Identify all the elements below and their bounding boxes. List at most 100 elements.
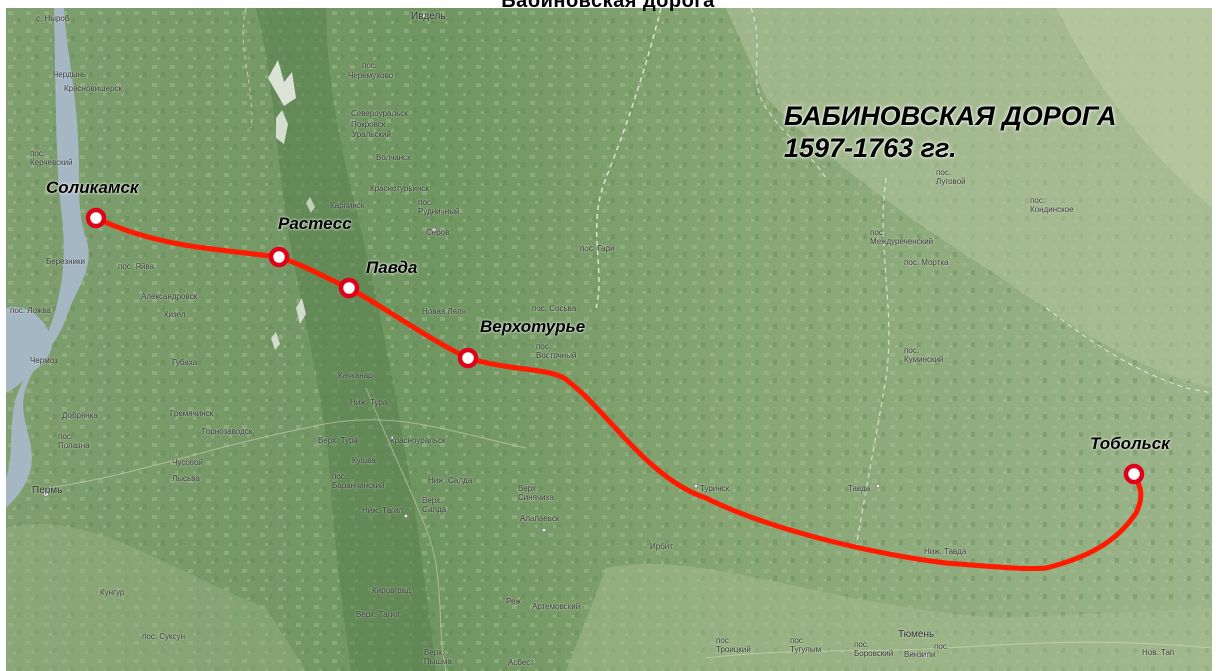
route-title-name: БАБИНОВСКАЯ ДОРОГА xyxy=(784,101,1117,131)
route-title: БАБИНОВСКАЯ ДОРОГА 1597-1763 гг. xyxy=(784,100,1116,164)
place-label: пос. Сосьва xyxy=(532,304,577,313)
place-label: Лысьва xyxy=(172,474,200,483)
place-label: пос. Восточный xyxy=(536,342,577,360)
place-label: Асбест xyxy=(508,658,534,667)
place-label: Верх. Тура xyxy=(318,436,358,445)
place-label: пос. Боровский xyxy=(854,640,894,658)
boundary-3 xyxy=(855,177,890,549)
place-label: Туринск xyxy=(700,484,730,493)
place-label: Кунгур xyxy=(100,588,125,597)
place-label: Березники xyxy=(46,257,85,266)
dot-nizhniy-tagil xyxy=(404,514,408,518)
terrain-southwest xyxy=(6,524,306,671)
place-label: Краснотурьинск xyxy=(370,184,429,193)
place-label: Верх. Синячиха xyxy=(518,484,554,502)
road-3 xyxy=(705,641,1212,659)
place-label: пос. Тугулым xyxy=(790,636,822,654)
place-label: пос. Мортка xyxy=(904,258,949,267)
boundary-5 xyxy=(242,8,253,129)
place-label: Красноуральск xyxy=(390,436,446,445)
place-label: Волчанск xyxy=(376,153,411,162)
place-label: Ниж. Салда xyxy=(428,476,473,485)
place-label: пос. Луговой xyxy=(936,168,966,186)
place-label: Покровск xyxy=(351,120,386,129)
snow-peak-1 xyxy=(268,60,296,106)
place-label: Ниж. Тагил xyxy=(362,506,404,515)
place-label: пос. xyxy=(362,61,378,70)
terrain-south-light xyxy=(566,563,1212,671)
place-label: Ниж. Тавда xyxy=(924,547,967,556)
place-label: Черемухово xyxy=(348,71,394,80)
dot-serov xyxy=(431,227,437,233)
route-stops xyxy=(85,207,1145,485)
stop-solikamsk-marker xyxy=(85,207,107,229)
stop-tobolsk-marker xyxy=(1123,463,1145,485)
place-label: пос. Баранчинский xyxy=(332,472,385,490)
place-label: Артемовский xyxy=(532,602,581,611)
road-1 xyxy=(45,419,527,489)
dot-ivdel xyxy=(422,14,426,18)
page-title: Бабиновская дорога xyxy=(501,0,715,12)
place-label: Винзили xyxy=(904,650,936,659)
ural-ridge xyxy=(256,8,436,671)
place-label: Красновишерск xyxy=(64,84,122,93)
dot-tyumen xyxy=(923,653,929,659)
place-label: Кировград xyxy=(372,586,411,595)
place-label: Серов xyxy=(426,228,450,237)
place-label: Гремячинск xyxy=(170,409,214,418)
snow-peak-4 xyxy=(271,332,280,350)
place-label: пос. Полазна xyxy=(58,432,90,450)
place-label: Карпинск xyxy=(330,201,365,210)
route-title-years: 1597-1763 гг. xyxy=(784,133,957,163)
place-label: Александровск xyxy=(141,292,198,301)
place-label: Алапаевск xyxy=(520,514,560,523)
city-label-solikamsk: Соликамск xyxy=(46,178,139,197)
place-label: Верх. Салда xyxy=(422,496,447,514)
city-label-pavda: Павда xyxy=(366,258,418,277)
snow-peak-2 xyxy=(276,110,288,144)
place-label: Кизел xyxy=(164,310,186,319)
place-label: пос. Керчевский xyxy=(30,149,73,167)
map-canvas xyxy=(6,8,1212,671)
stop-rastess-marker xyxy=(268,246,290,268)
place-label: пос. Куминский xyxy=(904,346,944,364)
kama-river xyxy=(6,8,89,508)
place-label: Добрянка xyxy=(62,411,98,420)
dot-tavda xyxy=(876,484,880,488)
place-label: пос. Кондинское xyxy=(1030,196,1074,214)
map-viewport[interactable]: с. Ныроб Ивдель Чердынь Красновишерск по… xyxy=(6,8,1212,671)
city-label-rastess: Растесс xyxy=(278,214,352,233)
place-label: Кушва xyxy=(352,456,376,465)
terrain-east-light xyxy=(726,8,1212,388)
place-label: с. Ныроб xyxy=(36,14,70,23)
terrain-east-light-2 xyxy=(1056,8,1212,208)
place-label: Чусовой xyxy=(172,458,203,467)
place-label: Уральский xyxy=(352,130,391,139)
place-label: Верх. Пышма xyxy=(424,648,452,666)
place-label: пос. Троицкий xyxy=(716,636,751,654)
place-label: Чермоз xyxy=(30,356,58,365)
place-label: Тавда xyxy=(848,484,871,493)
place-label: Губаха xyxy=(172,358,198,367)
babinovskaya-route-line xyxy=(93,215,1144,572)
place-label: Североуральск xyxy=(351,109,408,118)
place-label: Чердынь xyxy=(53,70,87,79)
dot-perm xyxy=(43,491,49,497)
place-label: Нов. Тап xyxy=(1142,648,1175,657)
place-label: Ивдель xyxy=(411,11,446,22)
place-label: пос. Междуреченский xyxy=(870,228,934,246)
boundary-4 xyxy=(1045,307,1212,394)
place-label: Тюмень xyxy=(898,629,935,640)
place-label: Ниж. Тура xyxy=(350,398,388,407)
stop-pavda-marker xyxy=(338,277,360,299)
kama-reservoir xyxy=(6,307,52,393)
place-label: Горнозаводск xyxy=(202,427,253,436)
place-label: пос. Яйва xyxy=(118,262,155,271)
snow-peak-5 xyxy=(306,197,315,213)
place-label: Качканар xyxy=(338,371,373,380)
place-label: Новая Ляля xyxy=(422,307,466,316)
city-label-tobolsk: Тобольск xyxy=(1090,434,1170,453)
settlement-dots xyxy=(43,14,929,659)
place-label: пос. Ложва xyxy=(10,306,51,315)
